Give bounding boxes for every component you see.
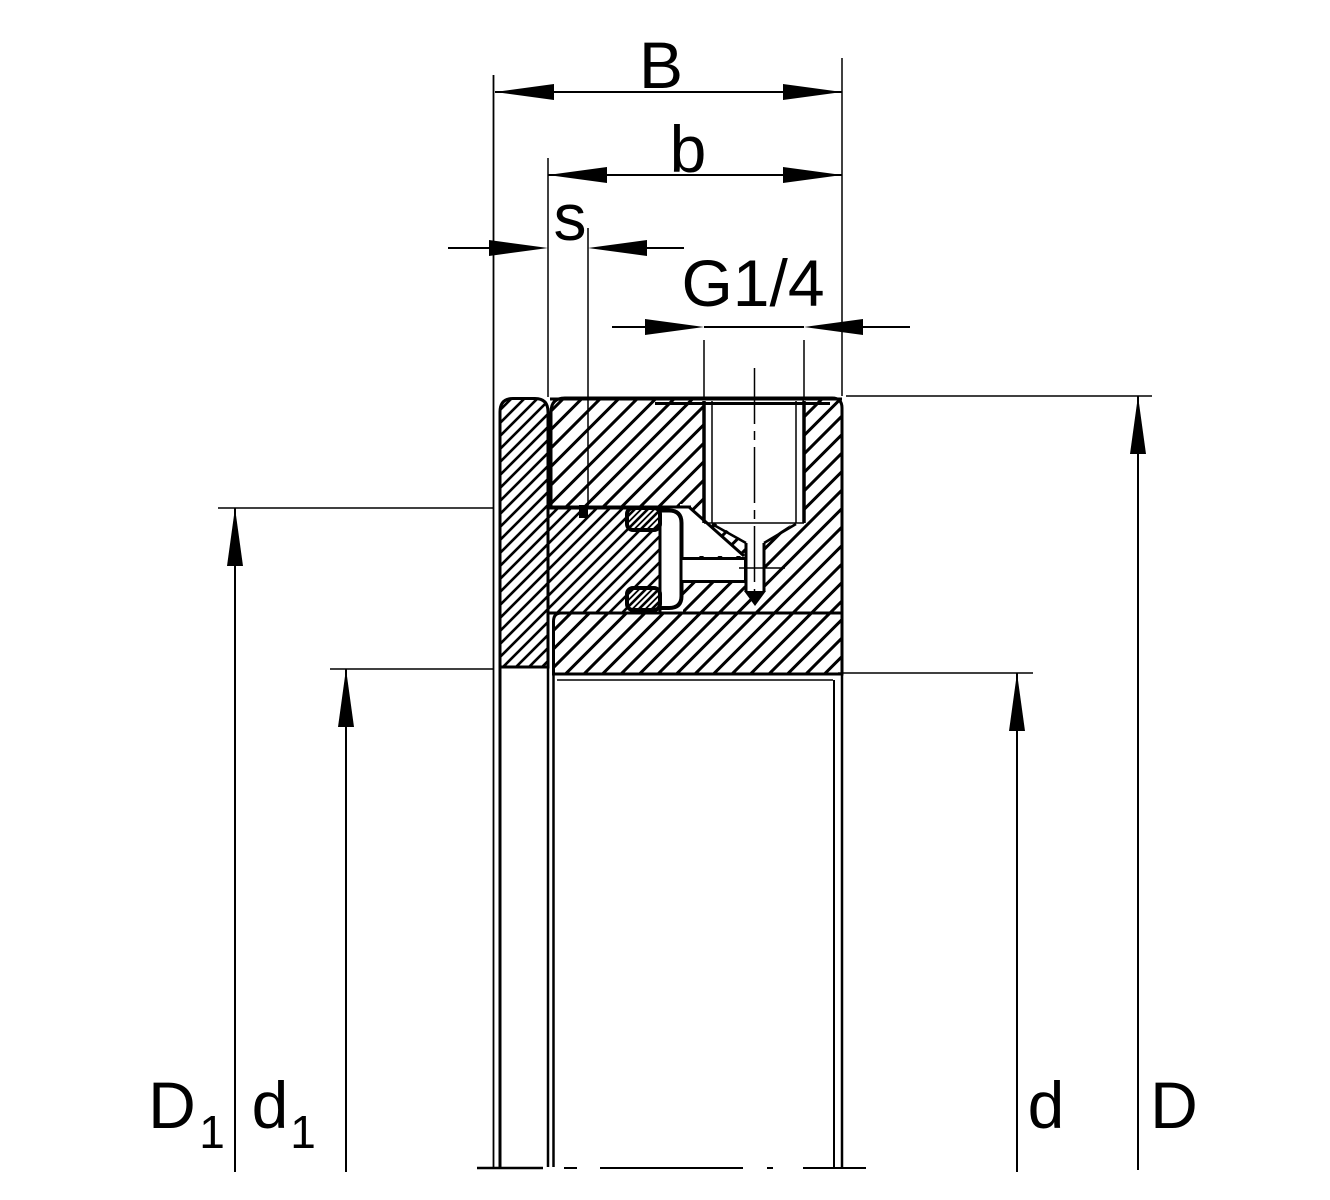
slanted-face-line [688, 506, 745, 558]
arrowhead [588, 240, 647, 256]
dim-label-B: B [639, 28, 683, 102]
dimension-G14: G1/4 [612, 246, 910, 397]
arrowhead [1009, 673, 1025, 731]
cone-right [763, 522, 797, 545]
dim-label-D-base: D [1150, 1068, 1198, 1142]
dim-label-D1-base: D [148, 1068, 196, 1142]
dimension-b: b [547, 58, 843, 397]
dim-label-D1-sub: 1 [199, 1106, 225, 1158]
seal-top [625, 506, 662, 532]
cone-left [711, 522, 747, 545]
arrowhead [783, 167, 842, 183]
dimension-d: d [838, 672, 1065, 1172]
arrowhead [338, 669, 354, 727]
dim-label-d: d [1028, 1068, 1065, 1142]
inner-sleeve-section [552, 611, 844, 676]
arrowhead [804, 319, 863, 335]
grease-passage-tube [679, 557, 747, 583]
dimension-s: s [448, 180, 684, 506]
arrowhead [495, 84, 554, 100]
dimension-B: B [495, 28, 842, 102]
arrowhead [645, 319, 704, 335]
dim-label-d1-base: d [252, 1068, 289, 1142]
drill-tip [744, 591, 766, 606]
dimension-D1: D 1 [148, 507, 494, 1172]
dim-label-d1-sub: 1 [290, 1106, 316, 1158]
arrowhead [1130, 396, 1146, 454]
arrowhead [489, 240, 548, 256]
dimension-D: D [846, 395, 1198, 1170]
arrowhead [227, 508, 243, 566]
cover-cross-section [498, 397, 550, 669]
dim-label-G14: G1/4 [681, 246, 824, 320]
lubrication-hole [546, 368, 842, 606]
seal-bottom [625, 586, 662, 612]
dimension-d1: d 1 [252, 668, 494, 1172]
arrowhead [783, 84, 842, 100]
shaft-surface-lines [492, 75, 844, 1167]
seal-lip-notch [579, 505, 588, 518]
dim-label-s: s [554, 180, 587, 254]
dim-label-b: b [670, 112, 707, 186]
arrowhead [548, 167, 607, 183]
